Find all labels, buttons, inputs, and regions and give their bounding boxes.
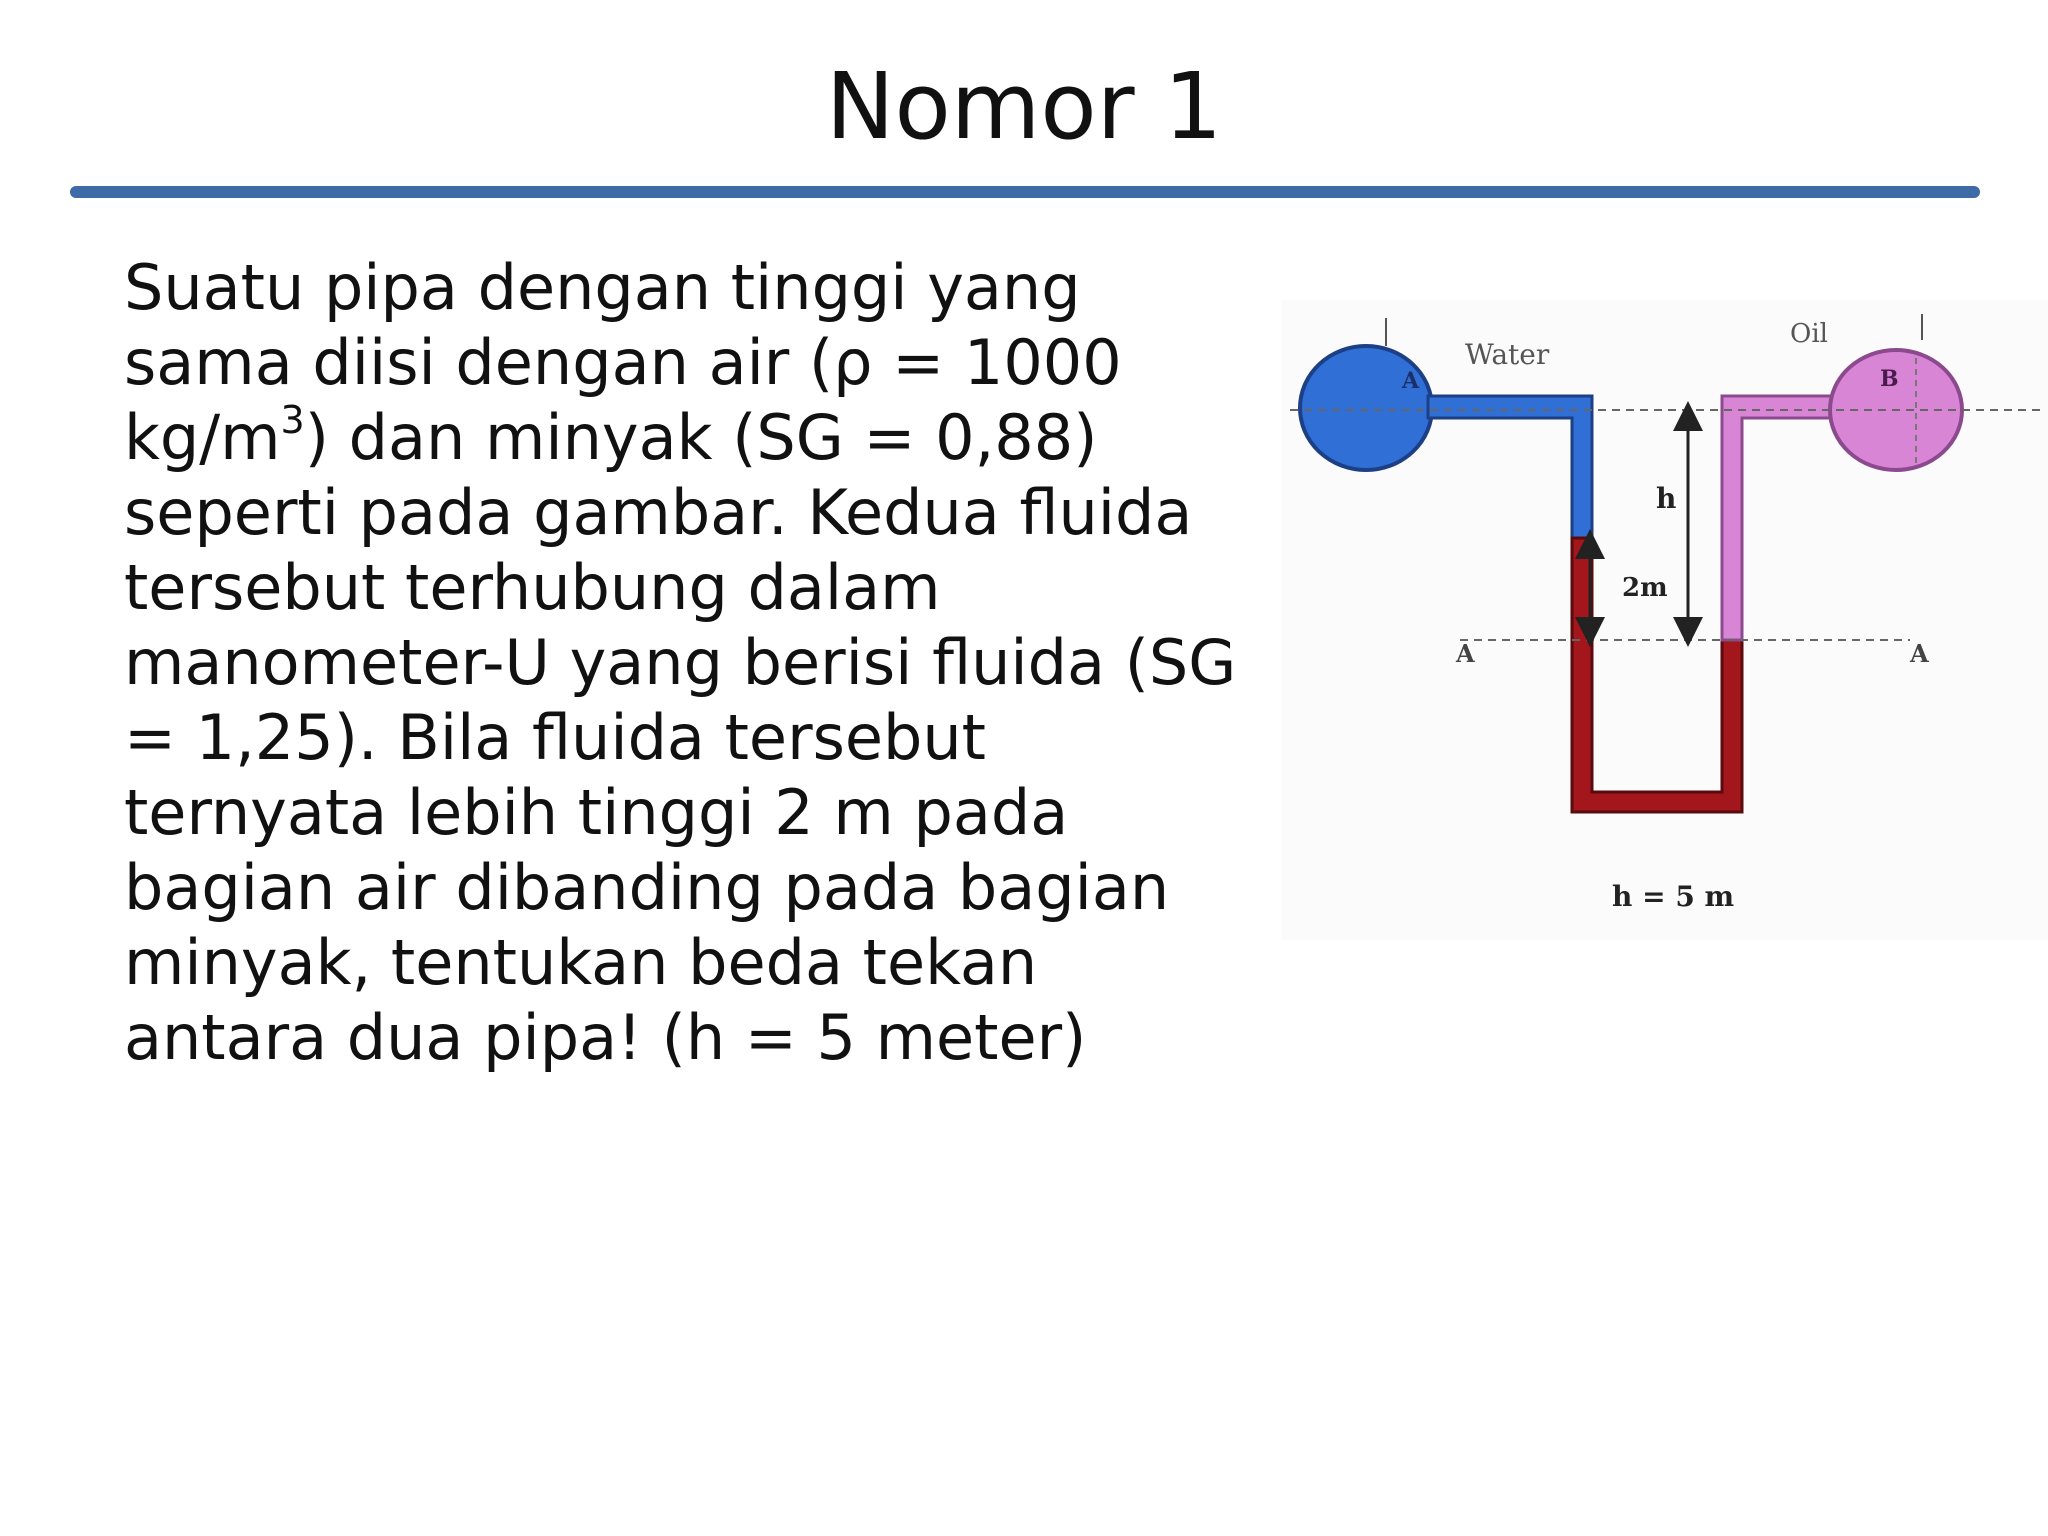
unit-exponent: 3 <box>280 398 305 443</box>
section-right-label: A <box>1909 639 1929 668</box>
problem-line: sama diisi dengan air (ρ = 1000 <box>124 326 1122 399</box>
problem-line: antara dua pipa! (h = 5 meter) <box>124 1001 1087 1074</box>
problem-line-with-unit: kg/m3) dan minyak (SG = 0,88) <box>124 400 1284 475</box>
density-unit: kg/m <box>124 401 281 474</box>
manometer-diagram: Water Oil A B h 2m A A h = 5 m <box>1282 300 2048 940</box>
tank-b-label: B <box>1880 366 1899 392</box>
problem-line: ternyata lebih tinggi 2 m pada <box>124 776 1069 849</box>
problem-line-rest: ) dan minyak (SG = 0,88) <box>304 401 1098 474</box>
water-label: Water <box>1465 338 1550 371</box>
tank-a-label: A <box>1401 368 1420 394</box>
problem-line: bagian air dibanding pada bagian <box>124 851 1170 924</box>
section-left-label: A <box>1455 639 1475 668</box>
2m-label: 2m <box>1622 573 1668 603</box>
tank-a <box>1298 344 1434 472</box>
problem-line: = 1,25). Bila fluida tersebut <box>124 701 986 774</box>
oil-label: Oil <box>1790 319 1828 349</box>
problem-line: minyak, tentukan beda tekan <box>124 926 1038 999</box>
title-divider <box>70 186 1980 198</box>
problem-line: seperti pada gambar. Kedua fluida <box>124 476 1193 549</box>
problem-statement: Suatu pipa dengan tinggi yang sama diisi… <box>124 250 1284 1075</box>
problem-line: tersebut terhubung dalam <box>124 551 941 624</box>
problem-line: Suatu pipa dengan tinggi yang <box>124 251 1081 324</box>
figure-caption: h = 5 m <box>1612 880 1734 913</box>
h-label: h <box>1656 482 1676 515</box>
problem-line: manometer-U yang berisi fluida (SG <box>124 626 1237 699</box>
slide-title: Nomor 1 <box>825 53 1223 160</box>
